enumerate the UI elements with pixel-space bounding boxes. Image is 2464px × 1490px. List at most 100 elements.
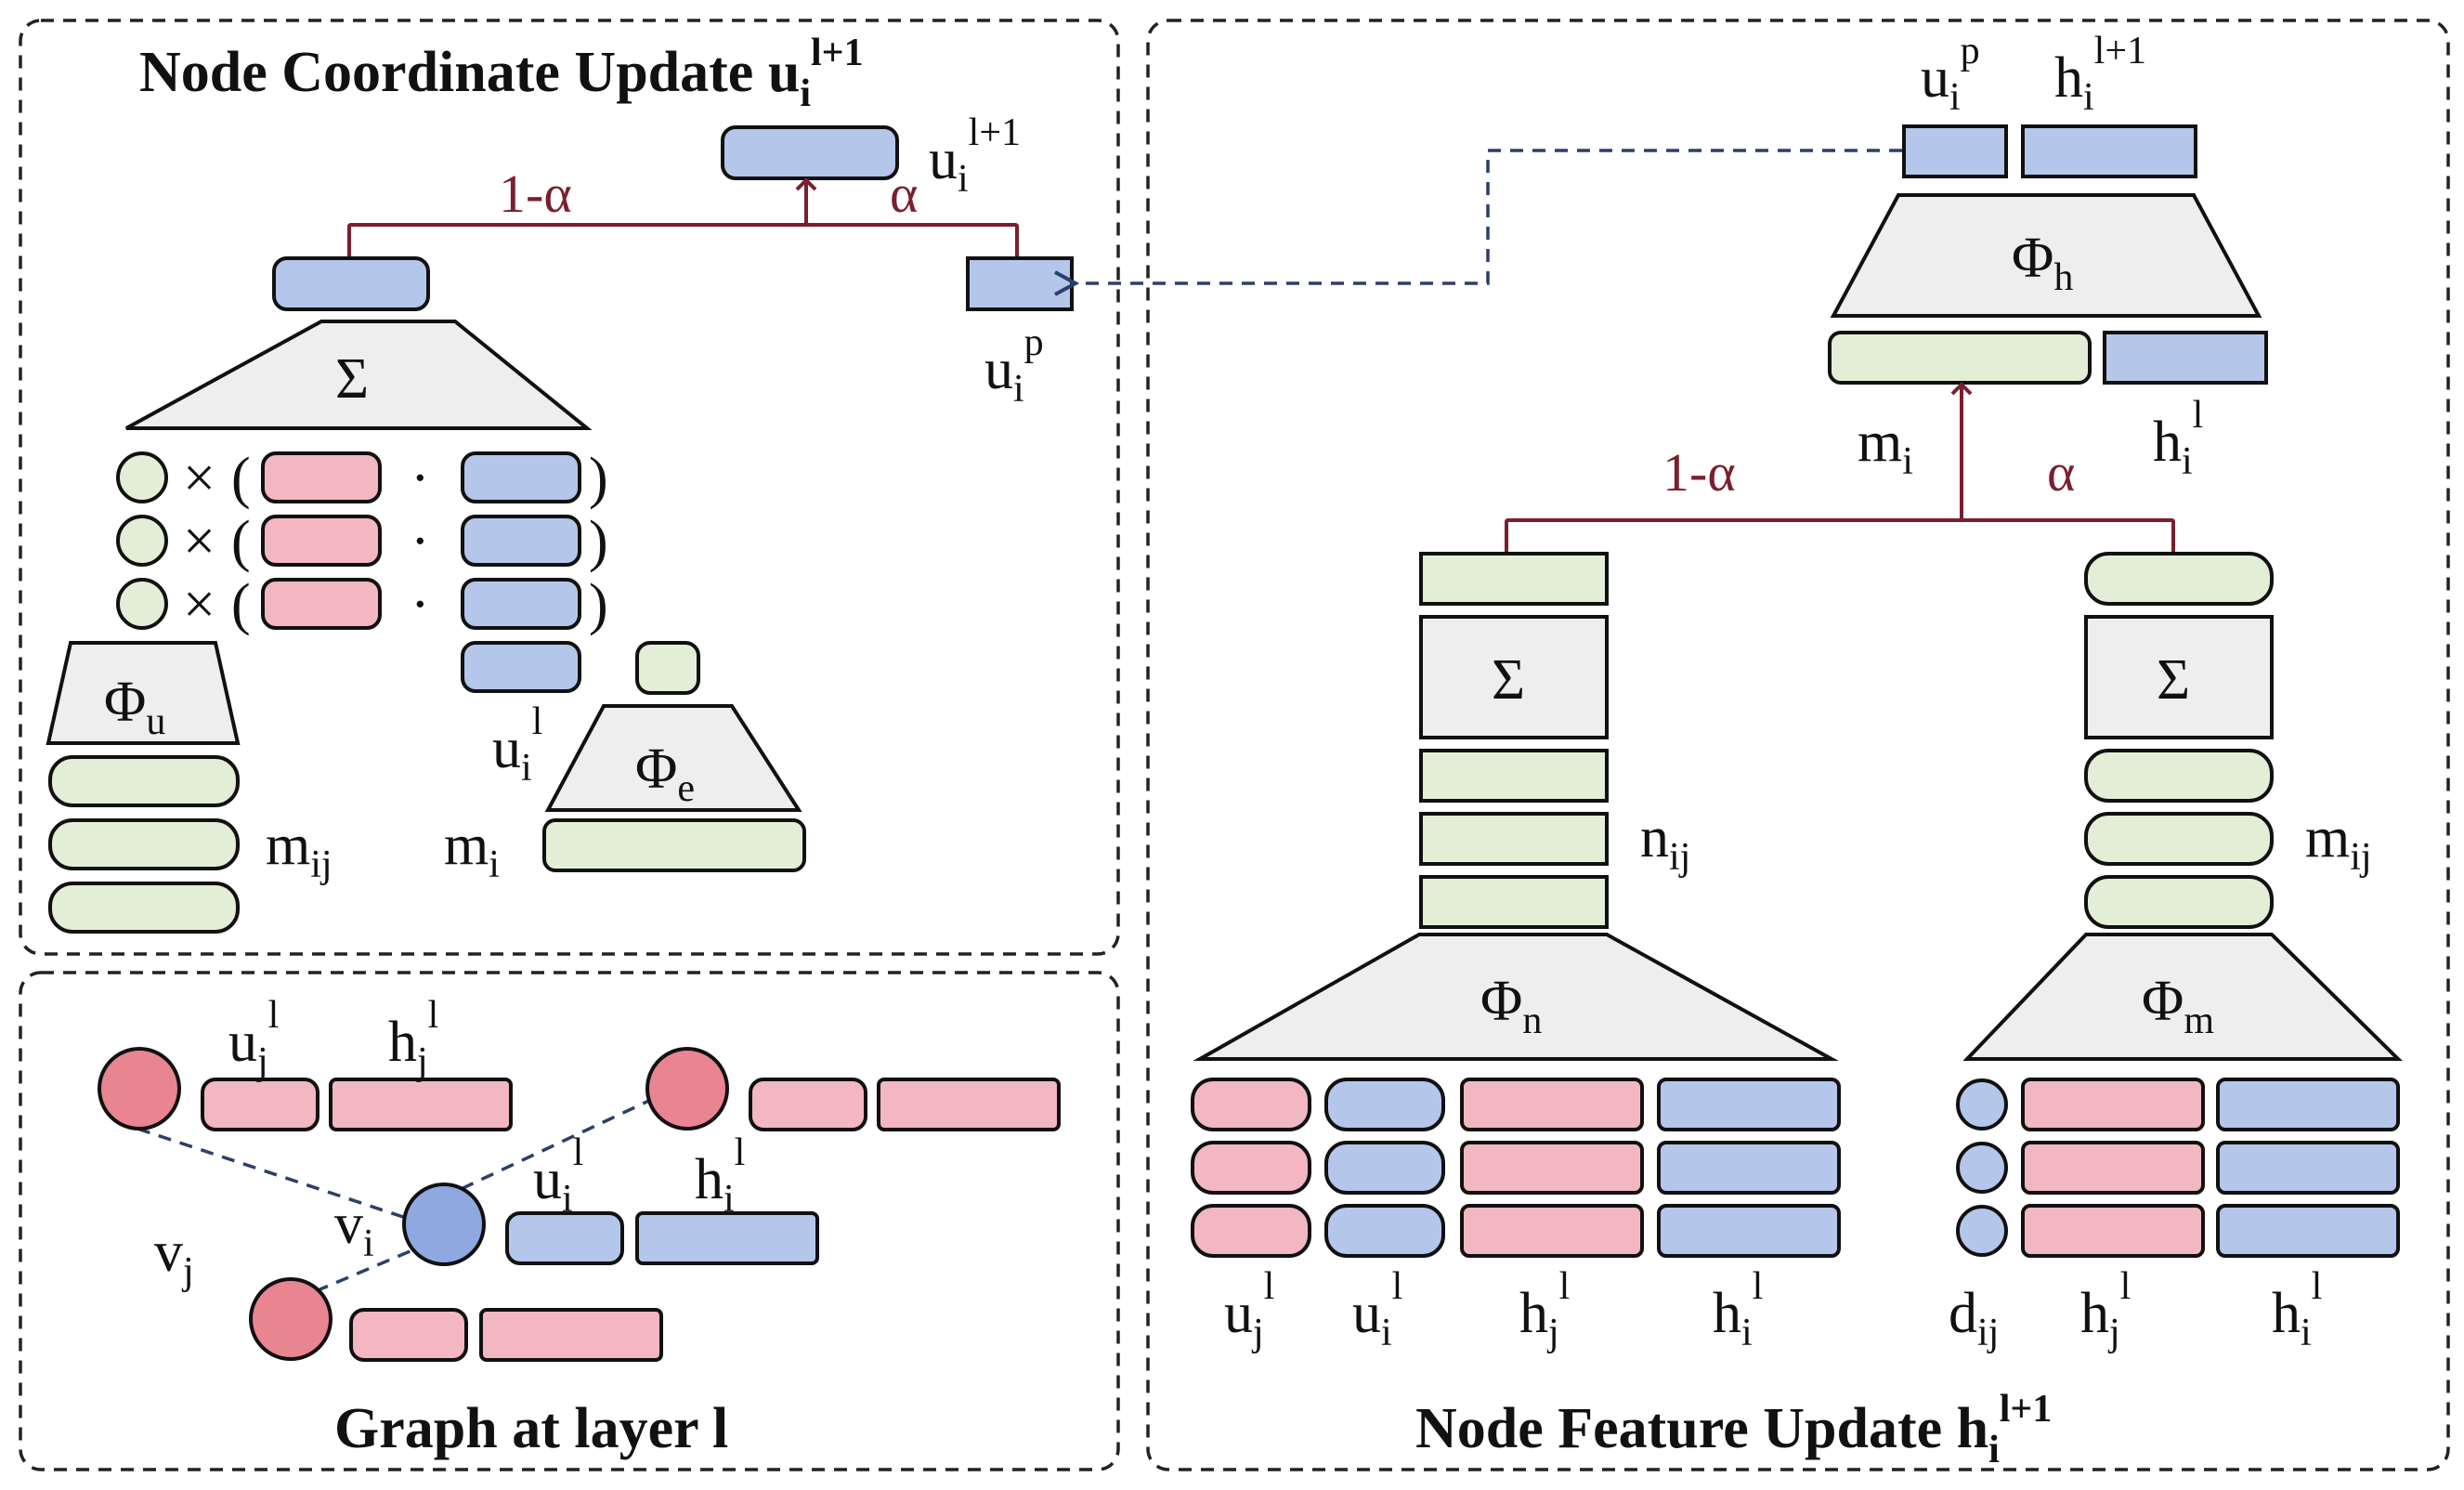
- feat-one-minus-alpha: 1-α: [1662, 442, 1736, 503]
- hi-input: [1657, 1204, 1841, 1258]
- graph-panel-title: Graph at layer l: [334, 1397, 728, 1460]
- weight-circle: [116, 578, 168, 630]
- coord-ui-p-box: [966, 256, 1074, 311]
- blue-box: [461, 515, 581, 567]
- phi-e-label: Φe: [635, 738, 695, 810]
- mij-box: [48, 755, 240, 807]
- graph-edge: [440, 1096, 656, 1200]
- phi-e-output-box: [635, 641, 700, 695]
- feat-nij-label: nij: [1640, 806, 1690, 879]
- hj-input: [1460, 1078, 1644, 1131]
- coord-sigma-block: [125, 320, 593, 430]
- coord-one-minus-alpha: 1-α: [499, 163, 572, 224]
- phi-u-label: Φu: [104, 671, 165, 743]
- graph-vi-label: vi: [334, 1193, 374, 1265]
- coord-panel-title: Node Coordinate Update uil+1: [139, 32, 864, 115]
- coord-alpha: α: [890, 163, 918, 224]
- mij-sigma-label: Σ: [2157, 648, 2190, 712]
- feat-hjl-label: hjl: [1519, 1265, 1570, 1354]
- mij-box: [48, 818, 240, 870]
- node-right-top: [645, 1047, 729, 1131]
- feat-mi-box: [1828, 331, 2092, 385]
- feat-hil-box: [2103, 331, 2268, 385]
- nij-sigma-block: [1419, 615, 1609, 739]
- feat-hil-label: hil: [2153, 394, 2203, 483]
- graph-edge: [137, 1127, 426, 1226]
- mij-box: [48, 882, 240, 934]
- ui-input: [1324, 1141, 1445, 1195]
- feat-alpha: α: [2047, 442, 2075, 503]
- mi-box: [542, 818, 806, 872]
- mij-sigma-block: [2084, 615, 2274, 739]
- coord-uil-label: uil: [492, 700, 542, 790]
- nij-box: [1419, 749, 1609, 803]
- coord-sigma-label: Σ: [335, 347, 369, 411]
- up-feedback-dash: [1076, 149, 1902, 283]
- feat-mi-label: mi: [1858, 411, 1913, 483]
- graph-ujl-label: ujl: [228, 994, 279, 1083]
- feature-panel-frame: [1146, 19, 2450, 1471]
- uj-box: [201, 1078, 319, 1131]
- ui-input: [1324, 1204, 1445, 1258]
- nij-sigma-label: Σ: [1492, 648, 1525, 712]
- graph-hjl-label: hjl: [388, 994, 438, 1083]
- open-paren: (: [231, 447, 251, 510]
- feat-ujl-label: ujl: [1224, 1265, 1274, 1354]
- blue-box: [461, 641, 581, 693]
- hi-input: [2216, 1204, 2400, 1258]
- open-paren: (: [231, 573, 251, 636]
- pink-box: [749, 1078, 867, 1131]
- dot-sign: ·: [411, 510, 430, 573]
- hi-input: [1657, 1078, 1841, 1131]
- feat-up-label: uip: [1921, 30, 1980, 119]
- times-sign: ×: [183, 510, 215, 573]
- phi-n-label: Φn: [1480, 970, 1542, 1042]
- dij-input: [1956, 1078, 2008, 1131]
- coord-output-box: [721, 125, 899, 180]
- feat-mij-box: [2084, 749, 2274, 803]
- coord-ui-p-label: uip: [984, 321, 1044, 411]
- ui-box: [505, 1211, 624, 1265]
- weight-circle: [116, 515, 168, 567]
- times-sign: ×: [183, 573, 215, 636]
- nij-box: [1419, 812, 1609, 866]
- pink-box: [349, 1308, 468, 1362]
- hj-input: [1460, 1141, 1644, 1195]
- close-paren: ): [589, 573, 608, 636]
- feat-hi-next-box: [2021, 124, 2197, 178]
- hj-input: [2021, 1141, 2205, 1195]
- graph-hil-label: hil: [695, 1131, 745, 1221]
- mij-sum-out: [2084, 552, 2274, 606]
- graph-vj-label: vj: [154, 1221, 194, 1293]
- coord-panel-frame: [19, 19, 1120, 956]
- coord-mij-label: mij: [266, 814, 332, 886]
- blue-box: [461, 578, 581, 630]
- hj-box: [329, 1078, 513, 1131]
- phi-m-label: Φm: [2142, 970, 2214, 1042]
- coord-mi-label: mi: [444, 814, 500, 886]
- close-paren: ): [589, 447, 608, 510]
- feat-hjl-right-label: hjl: [2080, 1265, 2131, 1354]
- coord-sum-output-box: [272, 256, 430, 311]
- hi-input: [2216, 1078, 2400, 1131]
- feat-mij-box: [2084, 812, 2274, 866]
- times-sign: ×: [183, 447, 215, 510]
- node-bottom: [249, 1277, 332, 1361]
- phi-n-inputs: [1191, 1078, 1841, 1258]
- hj-input: [2021, 1204, 2205, 1258]
- hj-input: [1460, 1204, 1644, 1258]
- nij-box: [1419, 875, 1609, 929]
- phi-u-block: [46, 641, 241, 745]
- open-paren: (: [231, 510, 251, 573]
- phi-e-block: [544, 704, 802, 812]
- pink-box: [261, 515, 382, 567]
- phi-h-block: [1830, 193, 2262, 318]
- dot-sign: ·: [411, 447, 430, 510]
- phi-m-inputs: [1956, 1078, 2400, 1258]
- feat-hi-next-label: hil+1: [2054, 30, 2146, 119]
- weight-circle: [116, 451, 168, 503]
- feat-mij-label: mij: [2305, 806, 2372, 879]
- node-vi: [402, 1183, 486, 1266]
- uj-input: [1191, 1141, 1311, 1195]
- pink-box: [877, 1078, 1061, 1131]
